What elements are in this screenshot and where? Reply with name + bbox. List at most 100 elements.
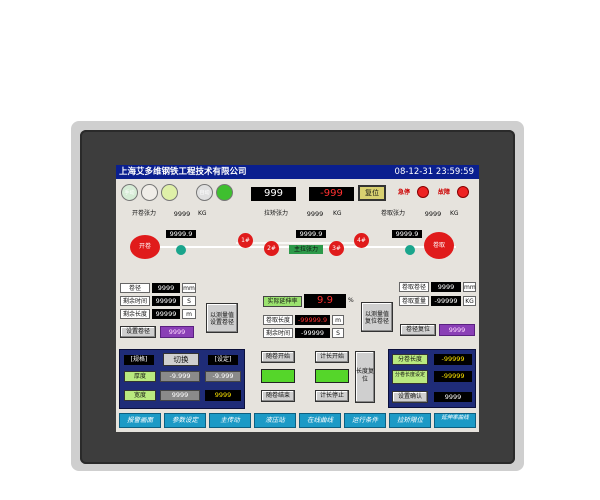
split-length-label: 分卷长度 xyxy=(392,354,428,365)
remain-time-label: 剩余时间 xyxy=(120,296,150,306)
elongation-unit: % xyxy=(348,297,354,304)
fault-label: 故障 xyxy=(438,189,451,196)
top-counter-left: 999 xyxy=(251,187,296,201)
split-length-set-value[interactable]: -99999 xyxy=(434,371,472,382)
mode-light-5[interactable] xyxy=(216,184,233,201)
nav-alarm[interactable]: 报警画面 xyxy=(119,413,161,428)
leveler-tension-unit: KG xyxy=(333,210,342,217)
split-length-set-label: 分卷长度设定 xyxy=(392,370,428,384)
rewind-dia-value: 9999 xyxy=(431,282,461,292)
length-start-button[interactable]: 计长开始 xyxy=(315,351,349,363)
nav-elongation-curve[interactable]: 延伸率曲线 xyxy=(434,413,476,428)
width-actual: 9999 xyxy=(160,390,200,401)
thickness-set[interactable]: -9.999 xyxy=(205,371,241,382)
rewind-length-label: 卷取长度 xyxy=(263,315,293,325)
thickness-actual: -9.999 xyxy=(160,371,200,382)
reset-diameter-button[interactable]: 卷径复位 xyxy=(400,324,436,336)
leveler-tension-label: 拉矫张力 xyxy=(264,210,289,217)
width-set[interactable]: 9999 xyxy=(205,390,241,401)
thread-status-indicator xyxy=(261,369,295,383)
measure-reset-diameter-line2: 复位卷径 xyxy=(364,318,389,325)
remain-time-unit: S xyxy=(182,296,196,306)
unwind-roll: 开卷 xyxy=(130,235,160,259)
nav-hydraulic[interactable]: 液压站 xyxy=(254,413,296,428)
center-remain-time-unit: S xyxy=(332,328,344,338)
measure-set-diameter-button[interactable]: 以测量值 设置卷径 xyxy=(206,303,238,333)
measure-set-diameter-line2: 设置卷径 xyxy=(209,319,234,326)
rewind-tension-label: 卷取张力 xyxy=(381,210,406,217)
leveler-tension-value: 9999 xyxy=(306,210,324,218)
hmi-screen: 上海艾多维钢铁工程技术有限公司 08-12-31 23:59:59 手动 自动 … xyxy=(116,165,479,432)
measure-reset-diameter-button[interactable]: 以测量值 复位卷径 xyxy=(361,302,393,332)
rewind-tension-unit: KG xyxy=(450,210,459,217)
emergency-stop-label: 急停 xyxy=(398,189,411,196)
mode-light-3[interactable] xyxy=(161,184,178,201)
nav-params[interactable]: 参数设定 xyxy=(164,413,206,428)
confirm-setting-button[interactable]: 设置确认 xyxy=(392,391,428,403)
rewind-weight-value: -99999 xyxy=(431,296,461,306)
nav-online-curve[interactable]: 在线曲线 xyxy=(299,413,341,428)
coil-dia-unit: mm xyxy=(182,283,196,293)
nav-main-drive[interactable]: 主传动 xyxy=(209,413,251,428)
remain-length-unit: m xyxy=(182,309,196,319)
thickness-label: 厚度 xyxy=(124,371,156,382)
elongation-value: 9.9 xyxy=(304,294,346,308)
emergency-stop-indicator xyxy=(417,186,429,198)
remain-time-value: 99999 xyxy=(152,296,180,306)
guide-roll-2 xyxy=(405,245,415,255)
roll-2: 2# xyxy=(264,241,279,256)
roll-1: 1# xyxy=(238,233,253,248)
spec-label: [规格] xyxy=(124,355,154,365)
roll-3: 3# xyxy=(329,241,344,256)
speed-value-3: 9999.9 xyxy=(392,230,422,238)
rewind-dia-unit: mm xyxy=(463,282,476,292)
datetime-readout: 08-12-31 23:59:59 xyxy=(394,167,474,177)
nav-leveler-limit[interactable]: 拉矫限位 xyxy=(389,413,431,428)
unwind-tension-value: 9999 xyxy=(173,210,191,218)
center-remain-time-label: 剩余时间 xyxy=(263,328,293,338)
split-length-value: -99999 xyxy=(434,354,472,365)
length-status-indicator xyxy=(315,369,349,383)
center-remain-time-value: -99999 xyxy=(295,328,330,338)
coil-dia-value: 9999 xyxy=(152,283,180,293)
measure-reset-diameter-line1: 以测量值 xyxy=(364,311,389,318)
length-reset-button[interactable]: 长度复位 xyxy=(355,351,375,403)
measure-set-diameter-line1: 以测量值 xyxy=(209,312,234,319)
company-title: 上海艾多维钢铁工程技术有限公司 xyxy=(119,167,247,177)
width-label: 宽度 xyxy=(124,390,156,401)
coil-dia-label: 卷径 xyxy=(120,283,150,293)
length-stop-button[interactable]: 计长停止 xyxy=(315,390,349,402)
rewind-weight-unit: KG xyxy=(463,296,476,306)
fault-indicator xyxy=(457,186,469,198)
rewind-length-unit: m xyxy=(332,315,344,325)
rewind-roll: 卷取 xyxy=(424,232,454,259)
set-diameter-value[interactable]: 9999 xyxy=(160,326,194,338)
set-diameter-button[interactable]: 设置卷径 xyxy=(120,326,156,338)
speed-value-2: 9999.9 xyxy=(296,230,326,238)
set-label: [设定] xyxy=(208,355,238,365)
roll-4: 4# xyxy=(354,233,369,248)
nav-run-conditions[interactable]: 运行条件 xyxy=(344,413,386,428)
reset-button[interactable]: 复位 xyxy=(358,185,386,201)
rewind-dia-label: 卷取卷径 xyxy=(399,282,429,292)
elongation-label: 实际延伸率 xyxy=(263,296,302,307)
reset-diameter-value[interactable]: 9999 xyxy=(439,324,475,336)
rewind-tension-value: 9999 xyxy=(424,210,442,218)
thread-end-button[interactable]: 随卷结束 xyxy=(261,390,295,402)
mode-light-manual[interactable]: 手动 xyxy=(121,184,138,201)
unwind-tension-unit: KG xyxy=(198,210,207,217)
mode-light-auto[interactable]: 自动 xyxy=(196,184,213,201)
confirm-setting-value: 9999 xyxy=(434,392,472,402)
thread-start-button[interactable]: 随卷开始 xyxy=(261,351,295,363)
guide-roll-1 xyxy=(176,245,186,255)
switch-button[interactable]: 切换 xyxy=(163,353,199,366)
mode-light-2[interactable] xyxy=(141,184,158,201)
remain-length-value: 99999 xyxy=(152,309,180,319)
top-counter-right: -999 xyxy=(309,187,354,201)
title-bar xyxy=(116,165,479,179)
remain-length-label: 剩余长度 xyxy=(120,309,150,319)
unwind-tension-label: 开卷张力 xyxy=(132,210,157,217)
speed-value-1: 9999.9 xyxy=(166,230,196,238)
main-tension-label: 主拉张力 xyxy=(289,245,323,254)
rewind-weight-label: 卷取重量 xyxy=(399,296,429,306)
